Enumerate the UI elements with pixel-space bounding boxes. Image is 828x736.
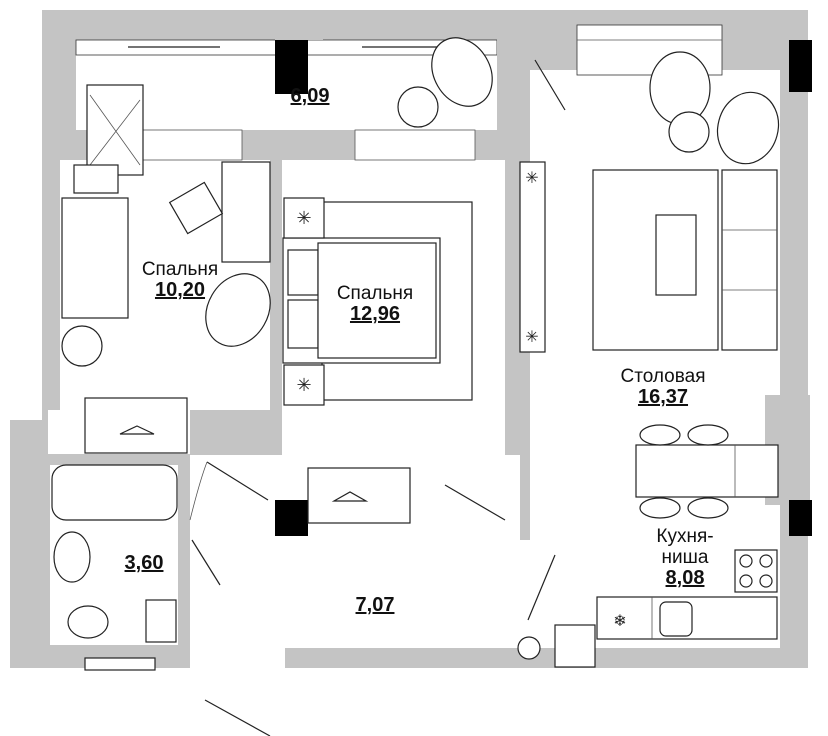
room-area: 16,37 [637, 386, 689, 408]
room-area: 10,20 [154, 279, 206, 301]
desk-icon [221, 161, 271, 263]
room-label-bathroom: 3,60 [104, 553, 184, 574]
armchair-icon [649, 51, 711, 125]
bedroom-2-window [354, 129, 476, 161]
room-label-hallway: 7,07 [335, 595, 415, 616]
room-name: Кухня- [656, 526, 714, 547]
chair-icon [687, 497, 729, 519]
svg-text:✳: ✳ [296, 208, 311, 228]
stove-icon [734, 549, 778, 593]
nightstand-icon [283, 197, 325, 239]
column [275, 500, 308, 536]
room-label-balcony: 6,09 [270, 86, 350, 107]
room-label-dining: Столовая 16,37 [598, 366, 728, 408]
room-name: ниша [661, 547, 709, 568]
boiler-icon [554, 624, 596, 668]
round-table-icon [397, 86, 439, 128]
chair-icon [168, 181, 224, 235]
balcony-wall-top [275, 12, 323, 40]
nightstand-icon [283, 364, 325, 406]
armchair-icon [205, 273, 271, 347]
armchair-icon [716, 91, 780, 165]
column [789, 500, 812, 536]
svg-text:✳: ✳ [525, 170, 538, 187]
svg-text:✳: ✳ [525, 329, 538, 346]
round-table-icon [668, 111, 710, 153]
sink-icon [659, 601, 693, 637]
column [789, 40, 812, 92]
washing-machine-icon [145, 599, 177, 643]
single-bed-icon [61, 197, 129, 319]
toilet-icon [67, 605, 109, 639]
room-area: 8,08 [665, 567, 705, 589]
room-label-kitchen: Кухня- ниша 8,08 [630, 526, 740, 589]
washbasin-icon [53, 531, 91, 583]
room-area: 12,96 [349, 303, 401, 325]
doors [189, 59, 566, 736]
balcony-wall-right [497, 12, 577, 72]
room-area: 7,07 [355, 594, 395, 616]
coffee-table-icon [655, 214, 697, 296]
room-name: Столовая [620, 366, 706, 387]
column [275, 40, 308, 94]
svg-text:✳: ✳ [296, 375, 311, 395]
tv-stand-icon [519, 161, 546, 353]
round-table-icon [61, 325, 103, 367]
bathtub-icon [51, 464, 178, 521]
sofa-icon [721, 169, 778, 351]
armchair-icon [431, 37, 493, 107]
chair-icon [639, 424, 681, 446]
room-name: Спальня [336, 283, 414, 304]
chair-icon [639, 497, 681, 519]
room-label-bedroom-2: Спальня 12,96 [315, 283, 435, 325]
room-area: 6,09 [290, 85, 330, 107]
wardrobe-icon [307, 467, 411, 524]
fridge-icon: ❄ [613, 613, 626, 630]
wardrobe-icon [84, 397, 188, 454]
column-pipe-icon [517, 636, 541, 660]
room-area: 3,60 [124, 552, 164, 574]
dining-table-icon [635, 444, 779, 498]
chair-icon [687, 424, 729, 446]
room-name: Спальня [141, 259, 219, 280]
room-label-bedroom-1: Спальня 10,20 [120, 259, 240, 301]
